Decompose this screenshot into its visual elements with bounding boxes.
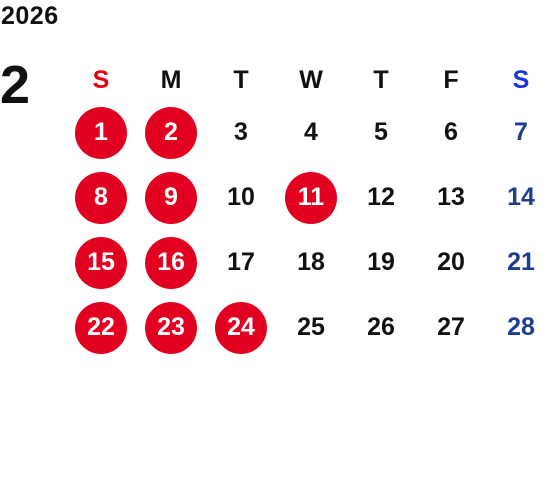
calendar-day[interactable]: 26	[367, 313, 395, 341]
calendar-day[interactable]: 10	[227, 183, 255, 211]
calendar-day[interactable]: 11	[285, 171, 337, 224]
calendar-day[interactable]: 8	[75, 171, 127, 224]
week-row: 22 23 24 25 26 27 28	[66, 295, 548, 360]
calendar-day[interactable]: 20	[437, 248, 465, 276]
weekday-sunday: S	[92, 65, 110, 94]
week-row: 15 16 17 18 19 20 21	[66, 230, 548, 295]
month-number: 2	[0, 55, 31, 115]
calendar-day[interactable]: 22	[75, 301, 127, 354]
calendar-day[interactable]: 16	[145, 236, 197, 289]
calendar-day[interactable]: 19	[367, 248, 395, 276]
calendar-day[interactable]: 28	[507, 313, 535, 341]
calendar-day[interactable]: 23	[145, 301, 197, 354]
calendar-day[interactable]: 6	[444, 118, 458, 146]
week-row: 8 9 10 11 12 13 14	[66, 165, 548, 230]
calendar-day[interactable]: 24	[215, 301, 267, 354]
calendar-day[interactable]: 4	[304, 118, 318, 146]
calendar-day[interactable]: 27	[437, 313, 465, 341]
year-label: 2026	[1, 2, 59, 30]
weekday-header-row: S M T W T F S	[66, 60, 548, 100]
calendar-day[interactable]: 15	[75, 236, 127, 289]
calendar-day[interactable]: 17	[227, 248, 255, 276]
weekday-thursday: T	[373, 65, 389, 94]
weekday-friday: F	[443, 65, 459, 94]
calendar-day[interactable]: 3	[234, 118, 248, 146]
calendar-day[interactable]: 1	[75, 106, 127, 159]
calendar-day[interactable]: 21	[507, 248, 535, 276]
calendar-day[interactable]: 5	[374, 118, 388, 146]
weekday-tuesday: T	[233, 65, 249, 94]
calendar-day[interactable]: 7	[514, 118, 528, 146]
calendar-day[interactable]: 2	[145, 106, 197, 159]
weekday-monday: M	[160, 65, 182, 94]
calendar-day[interactable]: 25	[297, 313, 325, 341]
calendar-day[interactable]: 9	[145, 171, 197, 224]
calendar-grid: S M T W T F S 1 2 3 4 5 6 7 8 9 10 11 12…	[66, 60, 548, 360]
calendar-day[interactable]: 12	[367, 183, 395, 211]
weekday-wednesday: W	[299, 65, 323, 94]
calendar-day[interactable]: 18	[297, 248, 325, 276]
weekday-saturday: S	[512, 65, 530, 94]
week-row: 1 2 3 4 5 6 7	[66, 100, 548, 165]
calendar-day[interactable]: 14	[507, 183, 535, 211]
calendar-day[interactable]: 13	[437, 183, 465, 211]
